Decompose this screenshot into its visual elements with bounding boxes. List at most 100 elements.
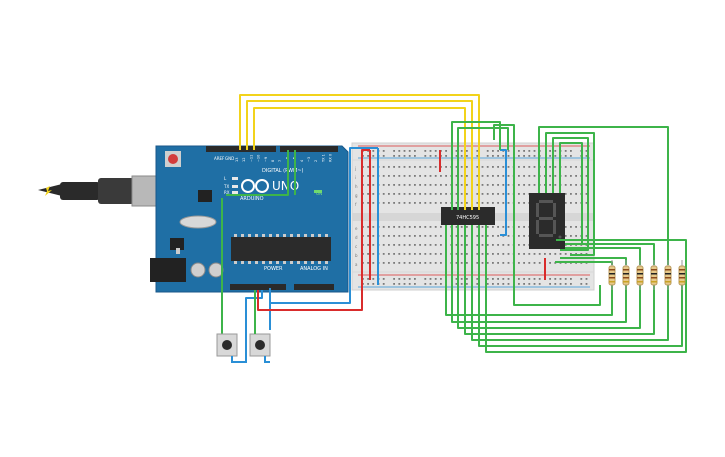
board-brand: ARDUINO [240,196,264,202]
breadboard-hole [403,283,406,285]
breadboard-hole [518,244,520,246]
wire-green-ic-1[interactable] [451,121,501,210]
usb-cable[interactable] [38,175,175,207]
wire-green-res-2[interactable] [451,225,627,323]
wire-green-disp-1[interactable] [538,126,669,265]
breadboard-hole [382,202,385,204]
header-top-right [280,146,338,152]
resistor[interactable] [650,260,658,290]
breadboard-hole [372,175,375,177]
wire-green-res-4[interactable] [464,225,655,335]
breadboard-hole [460,184,463,186]
breadboard-hole [585,235,588,237]
breadboard-hole [382,226,385,228]
wire-blue-button-loop-1[interactable] [231,330,247,363]
resistor-band [665,281,671,283]
breadboard-hole [486,262,489,264]
breadboard-hole [403,184,406,186]
breadboard-hole [466,155,468,157]
breadboard-hole [507,184,510,186]
reset-button-cap[interactable] [168,154,178,164]
power-jack[interactable] [150,258,186,282]
breadboard-hole [507,155,510,157]
breadboard-hole [481,175,484,177]
shift-register-ic[interactable]: 74HC595 [441,207,495,225]
breadboard-hole [429,283,432,285]
breadboard-hole [440,253,442,255]
resistor[interactable] [678,260,686,290]
breadboard-hole [559,278,562,280]
wire-green-board-1[interactable] [226,150,289,196]
resistor[interactable] [622,260,630,290]
breadboard-hole [434,226,437,228]
button-cap-1[interactable] [222,340,232,350]
wire-yellow-1[interactable] [239,94,480,210]
breadboard-hole [544,175,546,177]
breadboard-hole [403,226,406,228]
breadboard-hole [502,175,505,177]
wire-blue-button-loop-2[interactable] [264,356,270,363]
wire-red-5v[interactable] [257,149,370,311]
resistor-band [651,281,657,283]
wire-green-disp-6[interactable] [565,243,655,265]
breadboard-hole [570,202,572,204]
wire-yellow-3[interactable] [253,107,466,210]
wire-green-disp-2[interactable] [545,132,595,256]
push-button-1[interactable] [216,333,238,357]
breadboard-hole [414,175,416,177]
breadboard-hole [388,235,390,237]
wire-blue-gnd[interactable] [269,147,378,304]
breadboard-hole [466,184,468,186]
breadboard-hole [570,278,572,280]
resistor[interactable] [636,260,644,290]
breadboard-hole [455,150,458,152]
wire-green-ic-2[interactable] [457,127,509,210]
wire-green-disp-5[interactable] [565,247,641,265]
wire-green-res-7[interactable] [485,225,687,353]
breadboard-hole [408,244,411,246]
breadboard-hole [382,166,385,168]
breadboard-hole [403,253,406,255]
breadboard-hole [388,262,390,264]
breadboard-hole [564,202,567,204]
wire-yellow-2[interactable] [246,100,473,210]
breadboard-hole [460,262,463,264]
breadboard-hole [533,283,536,285]
regulator-tab [176,248,180,254]
wire-green-res-5[interactable] [471,225,669,341]
wire-green-disp-4[interactable] [559,142,583,245]
chip-pin [248,234,251,237]
breadboard-hole [554,175,557,177]
breadboard-hole [492,193,494,195]
breadboard-hole [564,278,567,280]
resistor[interactable] [664,260,672,290]
wire-green-ic-3[interactable] [493,124,601,306]
wire-green-disp-3[interactable] [552,137,589,251]
breadboard-hole [564,235,567,237]
breadboard-hole [533,155,536,157]
push-button-2[interactable] [249,333,271,357]
resistor[interactable] [608,260,616,290]
breadboard-hole [528,150,531,152]
breadboard-hole [408,202,411,204]
wire-green-res-3[interactable] [457,225,641,329]
wire-green-res-1[interactable] [445,225,613,316]
breadboard-hole [544,253,546,255]
row-letter: f [355,202,357,207]
breadboard-hole [481,166,484,168]
breadboard-hole [419,235,421,237]
breadboard-hole [382,193,385,195]
button-cap-2[interactable] [255,340,265,350]
breadboard-hole [492,184,494,186]
pin-label: 2 [314,160,318,162]
breadboard-hole [382,150,385,152]
chip-pin [290,261,293,264]
wire-blue-ic[interactable] [500,149,507,236]
breadboard-hole [580,278,583,280]
breadboard-hole [486,184,489,186]
wire-green-res-6[interactable] [478,225,683,347]
breadboard-hole [414,244,416,246]
breadboard-hole [580,283,583,285]
